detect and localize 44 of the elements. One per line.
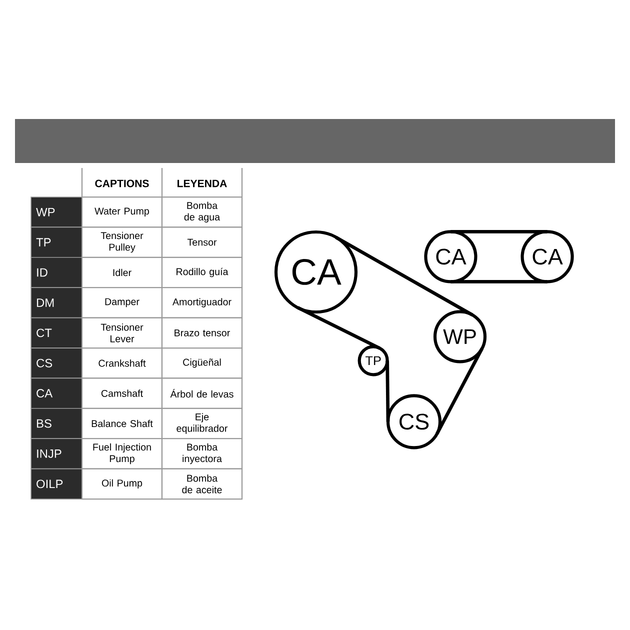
table-cell: Brazo tensor [161, 317, 243, 349]
code-cell: INJP [30, 438, 82, 470]
belt [297, 306, 380, 350]
code-cell: CT [30, 317, 82, 348]
table-cell: Fuel Injection Pump [81, 438, 163, 470]
table-cell: Árbol de levas [161, 378, 243, 409]
belt [450, 280, 548, 284]
code-cell: CS [30, 348, 82, 379]
table-cell: Oil Pump [81, 468, 163, 500]
column-header: LEYENDA [178, 180, 227, 188]
code-cell: WP [30, 196, 82, 228]
pulley: TP [358, 345, 389, 376]
code-cell: BS [30, 408, 82, 439]
pulley: WP [433, 310, 487, 364]
belt [386, 360, 390, 422]
table-cell: Balance Shaft [81, 408, 163, 440]
pulley: CA [424, 230, 478, 284]
table-cell: Eje equilibrador [161, 408, 243, 440]
belt [335, 236, 474, 316]
belt [435, 348, 484, 435]
table-cell: Tensioner Lever [81, 317, 163, 349]
table-cell: Tensioner Pulley [81, 226, 163, 258]
table-cell: Damper [81, 287, 163, 318]
code-cell: CA [30, 378, 82, 409]
table-cell: Water Pump [81, 196, 163, 228]
pulley: CA [274, 230, 358, 314]
table-cell: Amortiguador [161, 287, 243, 318]
code-cell: ID [30, 256, 82, 288]
table-cell: Tensor [161, 226, 243, 258]
belt [450, 230, 548, 234]
table-cell: Bomba inyectora [161, 438, 243, 470]
table-cell: Camshaft [81, 378, 163, 409]
table-cell: Cigüeñal [161, 347, 243, 379]
table-cell: Bomba de aceite [161, 468, 243, 500]
table-cell: Crankshaft [81, 347, 163, 379]
pulley: CA [520, 230, 574, 284]
pulley: CS [386, 394, 442, 450]
table-cell: Idler [81, 256, 163, 288]
column-header: CAPTIONS [95, 180, 149, 188]
code-cell: TP [30, 226, 82, 258]
table-cell: Bomba de agua [161, 196, 243, 228]
table-cell: Rodillo guía [161, 256, 243, 288]
code-cell: OILP [30, 468, 82, 500]
code-cell: DM [30, 287, 82, 318]
